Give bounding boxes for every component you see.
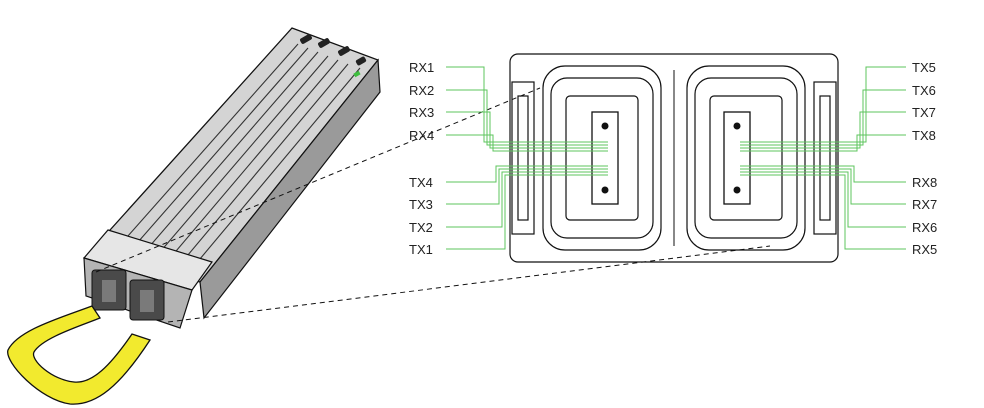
lead-line-right (740, 111, 906, 149)
lead-line-left (446, 168, 608, 205)
label-left-4: RX4 (409, 128, 434, 143)
label-right-1: TX5 (912, 60, 936, 75)
lead-line-left (446, 66, 608, 143)
pull-tab-latch (7, 305, 152, 405)
lead-line-right (740, 89, 906, 146)
receptacle-left (542, 65, 662, 251)
receptacle-ports (91, 269, 165, 321)
lead-line-right (740, 66, 906, 143)
status-led (353, 70, 361, 78)
label-right-6: RX7 (912, 197, 937, 212)
lead-line-left (446, 89, 608, 146)
label-left-8: TX1 (409, 242, 433, 257)
heat-sink-fins (111, 43, 361, 279)
lead-lines-right (740, 66, 906, 250)
lead-line-right (740, 134, 906, 152)
left-channel-labels: RX1 RX2 RX3 RX4 TX4 TX3 TX2 TX1 (409, 60, 434, 257)
label-left-6: TX3 (409, 197, 433, 212)
receptacle-right (686, 65, 806, 251)
label-left-2: RX2 (409, 83, 434, 98)
label-left-1: RX1 (409, 60, 434, 75)
right-channel-labels: TX5 TX6 TX7 TX8 RX8 RX7 RX6 RX5 (912, 60, 937, 257)
label-right-5: RX8 (912, 175, 937, 190)
lead-line-right (740, 174, 906, 250)
label-right-7: RX6 (912, 220, 937, 235)
guide-pin-left-bottom (601, 186, 609, 194)
lead-lines-left (446, 66, 608, 250)
lead-line-right (740, 171, 906, 228)
transceiver-module (7, 27, 381, 405)
connector-face (509, 53, 839, 263)
projection-lines (95, 87, 771, 323)
module-side-face (199, 58, 381, 320)
label-right-4: TX8 (912, 128, 936, 143)
lead-line-right (740, 168, 906, 205)
label-left-3: RX3 (409, 105, 434, 120)
guide-pin-left-top (601, 122, 609, 130)
lead-line-left (446, 171, 608, 228)
lead-line-left (446, 165, 608, 183)
face-outer-frame (509, 53, 839, 263)
label-left-5: TX4 (409, 175, 433, 190)
label-right-3: TX7 (912, 105, 936, 120)
label-right-8: RX5 (912, 242, 937, 257)
guide-pin-right-top (733, 122, 741, 130)
lead-line-left (446, 134, 608, 152)
label-right-2: TX6 (912, 83, 936, 98)
rear-slots (300, 34, 367, 66)
lead-line-left (446, 111, 608, 149)
guide-pin-right-bottom (733, 186, 741, 194)
label-left-7: TX2 (409, 220, 433, 235)
lead-line-left (446, 174, 608, 250)
lead-line-right (740, 165, 906, 183)
